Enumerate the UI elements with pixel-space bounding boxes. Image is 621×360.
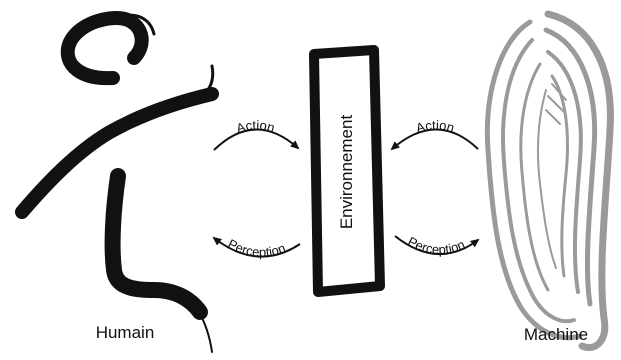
machine-spiral-icon — [484, 10, 614, 351]
human-arm-stroke — [15, 87, 219, 219]
human-leg-stroke — [104, 168, 208, 320]
environment-frame — [309, 45, 385, 297]
right-action-label: Action — [414, 117, 456, 135]
machine-label: Machine — [524, 325, 588, 344]
left-action-label: Action — [234, 117, 276, 136]
machine-inner-stroke-2 — [519, 62, 550, 292]
human-calligraphy-icon — [15, 11, 219, 353]
machine-inner-stroke — [546, 50, 583, 294]
machine-hatch-stroke — [545, 83, 567, 125]
human-arm-tail — [204, 64, 215, 94]
environment-box: Environnement — [309, 45, 385, 297]
human-head-stroke — [60, 11, 149, 86]
right-perception-arrow — [394, 235, 480, 255]
right-perception-label: Perception — [405, 234, 467, 258]
machine-core-stroke — [550, 74, 569, 278]
machine-outer-stroke — [544, 10, 614, 351]
human-foot-flourish — [197, 309, 213, 353]
machine-outer-stroke-2 — [484, 19, 583, 341]
human-label: Humain — [96, 323, 155, 342]
left-perception-arrow — [212, 236, 301, 258]
machine-core-stroke-2 — [537, 89, 557, 269]
environment-label: Environnement — [337, 115, 356, 230]
machine-mid-stroke-2 — [501, 38, 576, 324]
machine-mid-stroke — [543, 27, 598, 307]
left-action-label-path: Action — [234, 117, 276, 136]
left-perception-label: Perception — [225, 236, 287, 260]
right-action-arrow — [390, 128, 479, 151]
left-perception-label-path: Perception — [225, 236, 287, 260]
right-action-label-path: Action — [414, 117, 456, 135]
left-action-arrow — [213, 128, 300, 151]
right-perception-label-path: Perception — [405, 234, 467, 258]
human-head-flourish — [118, 13, 156, 36]
